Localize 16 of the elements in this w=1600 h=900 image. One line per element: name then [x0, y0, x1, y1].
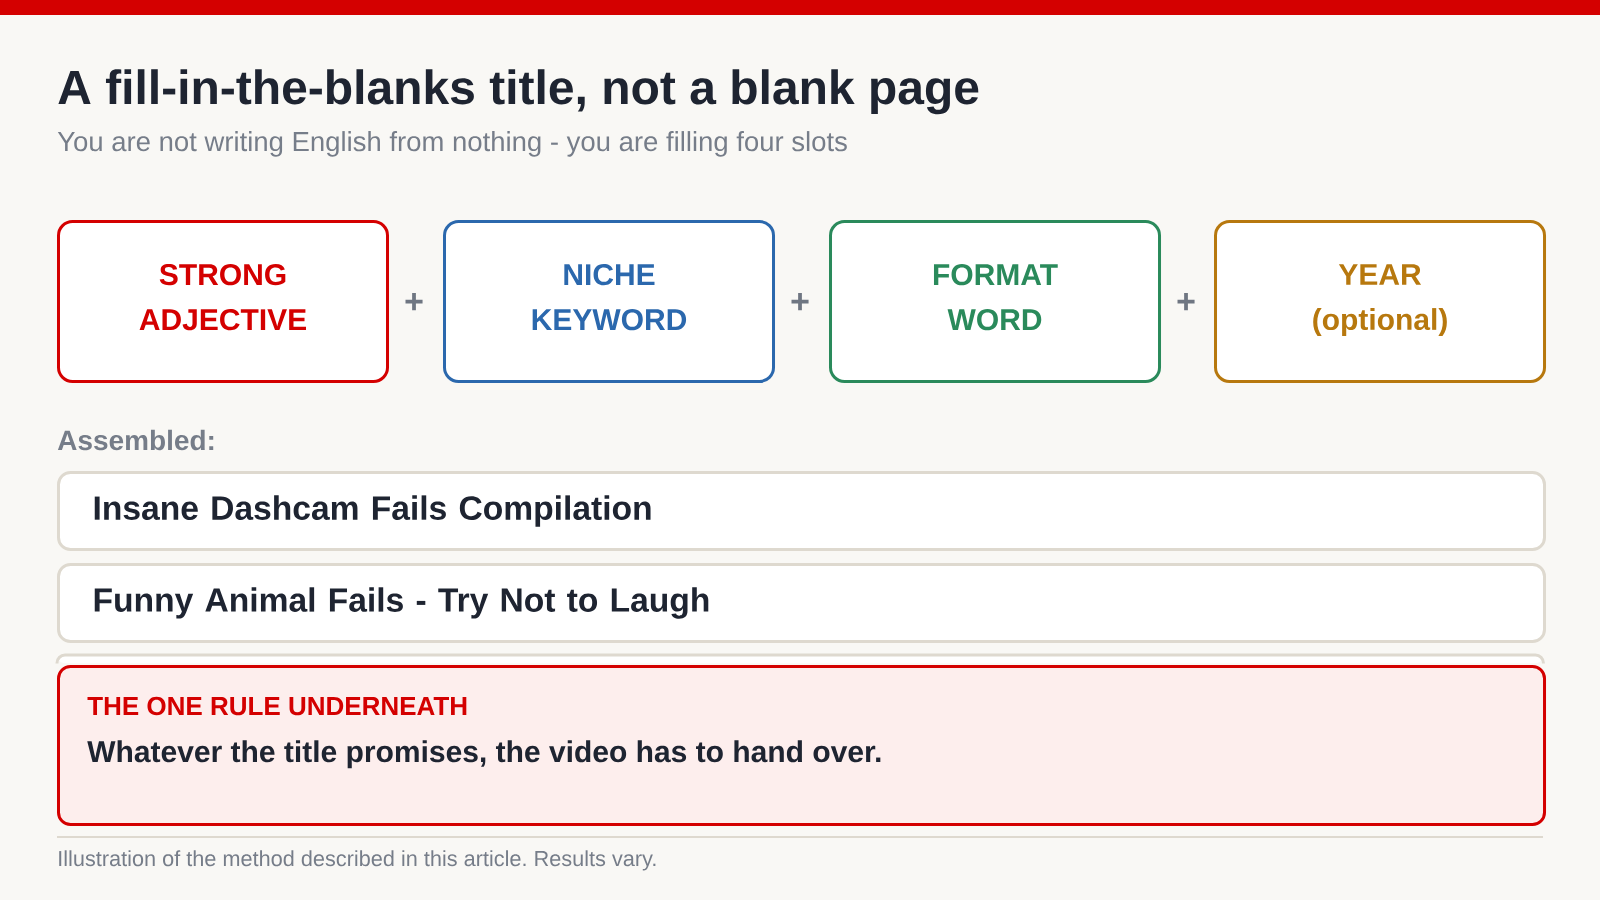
slot-box: NICHE KEYWORD: [443, 220, 775, 383]
plus-sign: +: [1177, 293, 1195, 311]
section-label: Assembled:: [57, 429, 214, 451]
plus-sign: +: [791, 293, 809, 311]
slot-box: YEAR (optional): [1214, 220, 1546, 383]
result-box: Insane Dashcam Fails Compilation: [57, 471, 1546, 551]
title: A fill-in-the-blanks title, not a blank page: [58, 69, 979, 115]
slot-box: STRONG ADJECTIVE: [57, 220, 389, 383]
body-text: Whatever the title promises, the video has to hand over.: [87, 740, 881, 769]
subtitle: You are not writing English from nothing - you are filling four slots: [57, 131, 847, 157]
slot-box: FORMAT WORD: [829, 220, 1161, 383]
stacked-card: [55, 653, 1545, 665]
plus-sign: +: [405, 293, 423, 311]
heading: THE ONE RULE UNDERNEATH: [87, 696, 467, 716]
caption: Illustration of the method described in this article. Results vary.: [59, 850, 656, 871]
result-box: Funny Animal Fails - Try Not to Laugh: [57, 563, 1546, 643]
